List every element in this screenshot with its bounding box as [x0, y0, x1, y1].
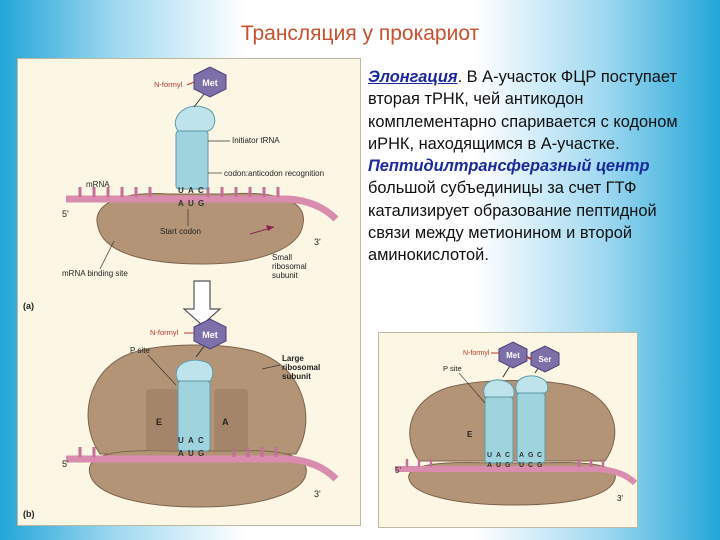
svg-text:A: A: [496, 452, 501, 459]
three-prime-a: 3': [314, 237, 321, 247]
svg-text:G: G: [198, 449, 204, 458]
transition-arrow: [184, 281, 220, 325]
e-site-label-c: E: [467, 430, 473, 439]
p-site-label-b: P site: [130, 346, 150, 355]
term-elongation: Элонгация: [368, 68, 458, 86]
svg-text:A: A: [487, 462, 492, 469]
initiator-trna-label: Initiator tRNA: [232, 136, 280, 145]
small-subunit-line1: Small: [272, 253, 292, 262]
svg-text:C: C: [198, 436, 204, 445]
svg-text:G: G: [528, 452, 534, 459]
svg-text:G: G: [537, 462, 543, 469]
large-subunit-line2: ribosomal: [282, 363, 320, 372]
a-site-label-b: A: [222, 417, 229, 427]
five-prime-a: 5': [62, 209, 69, 219]
anticodon-c2: A G C: [519, 452, 542, 459]
svg-text:C: C: [537, 452, 542, 459]
formyl-label: N-formyl: [154, 80, 183, 89]
translation-diagram-ab: Met N-formyl U A C A U G Initiator tRNA …: [18, 59, 360, 525]
svg-text:U: U: [178, 436, 184, 445]
svg-text:G: G: [198, 199, 204, 208]
svg-text:3': 3': [314, 489, 321, 499]
codon-c1: A U G: [487, 462, 511, 469]
svg-text:Met: Met: [506, 351, 520, 360]
svg-text:Met: Met: [202, 330, 218, 340]
svg-text:N-formyl: N-formyl: [150, 328, 179, 337]
description-part2: большой субъединицы за счет ГТФ катализи…: [368, 179, 657, 264]
svg-text:G: G: [505, 462, 511, 469]
figure-panel-c: Met Ser N-formyl P site E U A C A U G A …: [378, 332, 638, 528]
start-codon-label: Start codon: [160, 227, 201, 236]
slide-title: Трансляция у прокариот: [0, 22, 720, 46]
codon-recognition-label: codon:anticodon recognition: [224, 169, 324, 178]
svg-text:U: U: [178, 186, 184, 195]
svg-text:A: A: [178, 199, 184, 208]
anticodon-c1: U A C: [487, 452, 510, 459]
svg-text:C: C: [528, 462, 533, 469]
mrna-label: mRNA: [86, 180, 110, 189]
panel-label-b: (b): [23, 509, 35, 519]
anticodon-a: U A C: [178, 186, 204, 195]
svg-text:A: A: [519, 452, 524, 459]
panel-label-a: (a): [23, 301, 34, 311]
svg-text:5': 5': [62, 459, 69, 469]
svg-text:U: U: [188, 199, 194, 208]
met-label: Met: [202, 78, 218, 88]
large-subunit-line1: Large: [282, 354, 304, 363]
svg-text:U: U: [487, 452, 492, 459]
svg-text:U: U: [188, 449, 194, 458]
svg-text:5': 5': [395, 466, 401, 475]
term-peptidyl-transferase: Пептидилтрансферазный центр: [368, 157, 649, 175]
codon-a: A U G: [178, 199, 204, 208]
small-subunit-line2: ribosomal: [272, 262, 307, 271]
svg-text:U: U: [496, 462, 501, 469]
codon-b: A U G: [178, 449, 204, 458]
initiator-trna: [176, 131, 208, 189]
e-site-label-b: E: [156, 417, 162, 427]
binding-site-label: mRNA binding site: [62, 269, 128, 278]
anticodon-b: U A C: [178, 436, 204, 445]
svg-text:C: C: [198, 186, 204, 195]
p-site-label-c: P site: [443, 364, 462, 373]
svg-text:U: U: [519, 462, 524, 469]
svg-text:3': 3': [617, 494, 623, 503]
small-subunit-line3: subunit: [272, 271, 299, 280]
svg-text:Ser: Ser: [539, 355, 552, 364]
svg-text:C: C: [505, 452, 510, 459]
translation-diagram-c: Met Ser N-formyl P site E U A C A U G A …: [379, 333, 637, 527]
large-subunit-line3: subunit: [282, 372, 311, 381]
figure-panel-ab: Met N-formyl U A C A U G Initiator tRNA …: [17, 58, 361, 526]
description-text: Элонгация. В А-участок ФЦР поступает вто…: [368, 66, 686, 267]
codon-c2: U C G: [519, 462, 543, 469]
svg-text:A: A: [178, 449, 184, 458]
svg-text:N-formyl: N-formyl: [463, 350, 490, 357]
svg-text:A: A: [188, 436, 194, 445]
svg-text:A: A: [188, 186, 194, 195]
